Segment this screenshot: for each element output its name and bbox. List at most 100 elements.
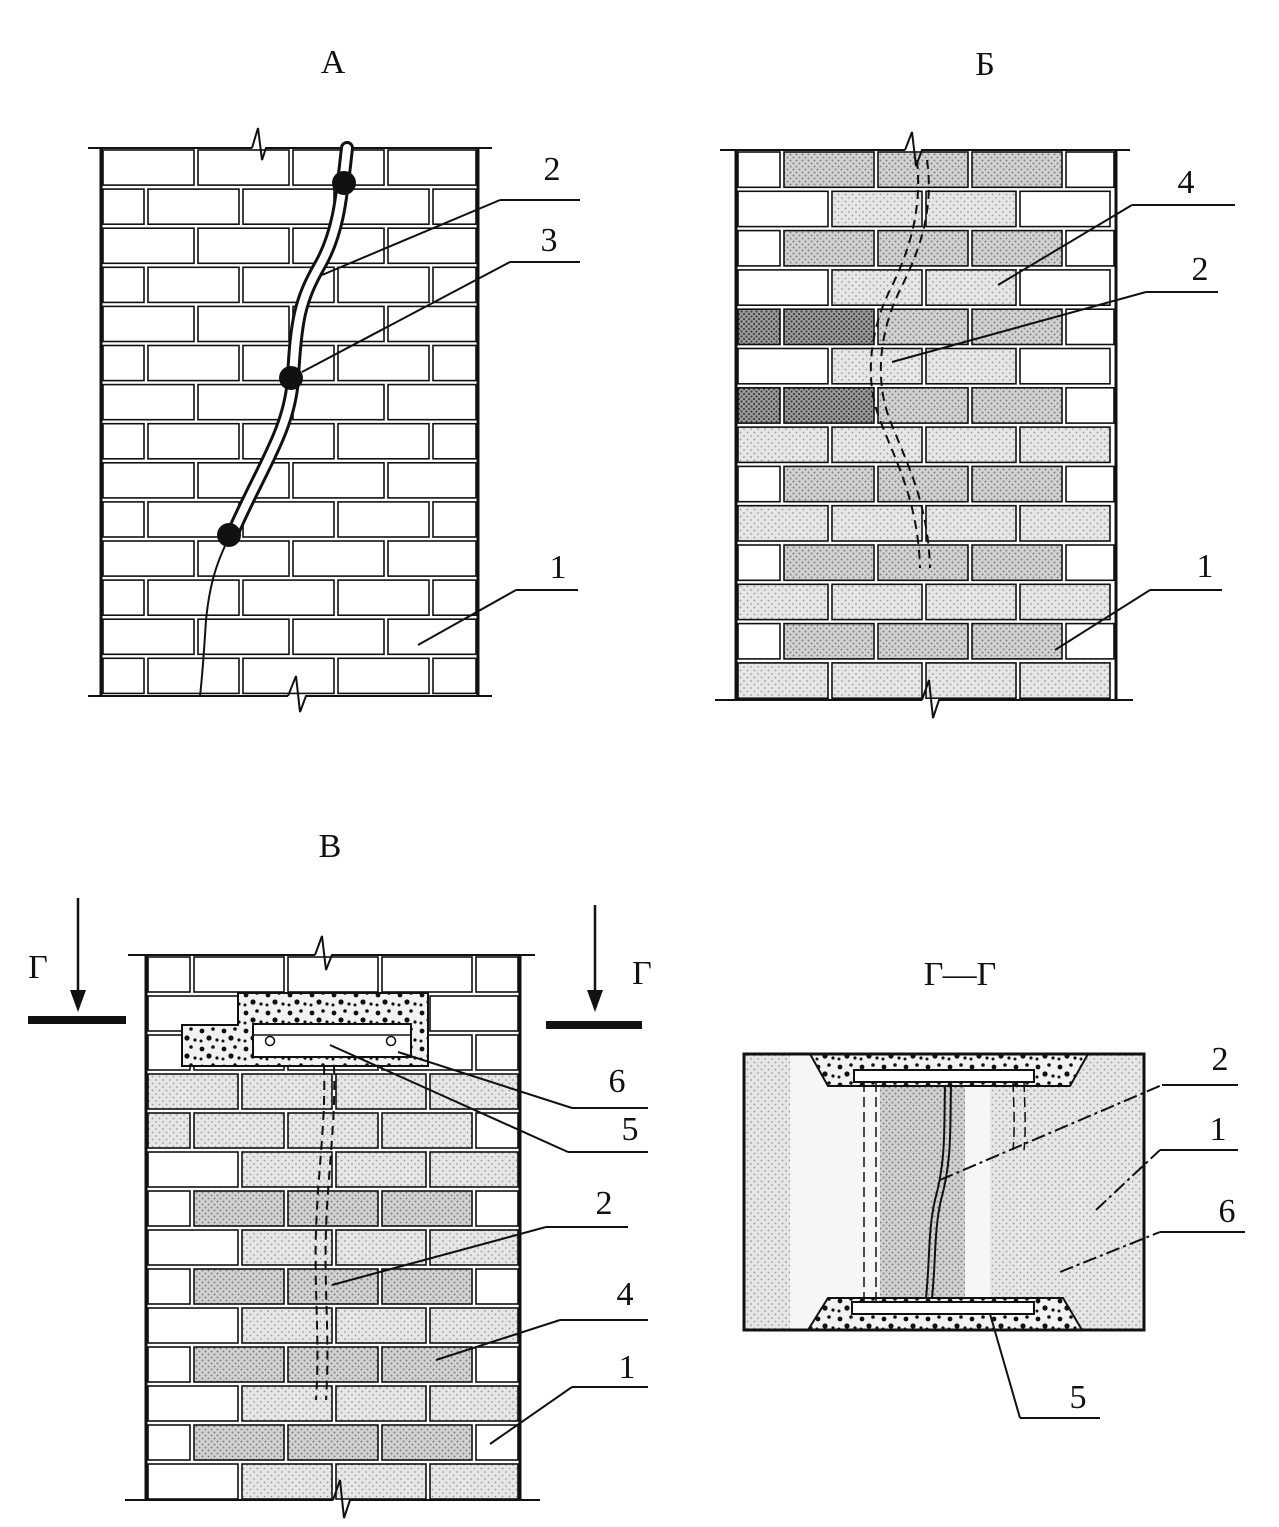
brick <box>429 1307 519 1344</box>
brick <box>971 622 1063 660</box>
brick <box>102 579 145 616</box>
brick <box>287 1346 379 1383</box>
brick <box>831 426 923 464</box>
brick <box>102 618 195 656</box>
section-injected-zone <box>880 1080 965 1302</box>
arrowhead-right <box>587 990 603 1012</box>
anchor-bolt-left <box>264 1035 276 1047</box>
callout-s-1: 1 <box>1210 1111 1227 1148</box>
brick <box>147 579 240 616</box>
brick <box>737 347 829 385</box>
brick <box>147 1463 239 1500</box>
brick <box>1065 544 1115 582</box>
brick <box>147 1385 239 1422</box>
brick <box>737 269 829 306</box>
brick <box>147 657 240 695</box>
brick <box>737 544 781 582</box>
brick <box>102 657 145 695</box>
brick <box>1065 229 1115 267</box>
break-mark <box>332 1479 540 1519</box>
section-bolt-left <box>863 1082 877 1302</box>
brick <box>971 151 1063 189</box>
brick <box>429 1151 519 1188</box>
brick <box>193 1112 285 1149</box>
brick <box>387 383 477 421</box>
panel-a: А 2 3 1 <box>88 44 580 713</box>
section-crack-2 <box>931 1085 952 1299</box>
brick <box>877 308 969 346</box>
brick <box>381 1190 473 1227</box>
brick <box>147 1190 191 1227</box>
brick <box>337 501 430 538</box>
brick <box>877 151 969 189</box>
callout-a-1: 1 <box>550 549 567 586</box>
brick <box>925 504 1017 542</box>
section-crack-1 <box>925 1085 946 1299</box>
brick <box>783 465 875 503</box>
callout-line-s-5 <box>989 1313 1021 1419</box>
callout-v-4: 4 <box>617 1276 634 1313</box>
brick <box>197 149 290 186</box>
brick <box>242 501 335 538</box>
brick <box>1019 583 1111 621</box>
brick <box>292 540 385 577</box>
brick <box>783 308 875 346</box>
brick <box>287 956 379 993</box>
brick <box>1019 426 1111 464</box>
anchor-bolt-right <box>385 1035 397 1047</box>
callout-b-4: 4 <box>1178 164 1195 201</box>
brick <box>147 1151 239 1188</box>
brick <box>292 383 385 421</box>
panel-v: В Г Г 6 5 2 <box>28 828 652 1519</box>
brick <box>335 1385 427 1422</box>
callout-s-2: 2 <box>1212 1041 1229 1078</box>
brick <box>147 1229 239 1266</box>
callout-v-2: 2 <box>596 1185 613 1222</box>
section-frame <box>742 1052 1146 1332</box>
brick <box>429 995 519 1032</box>
brick <box>1065 465 1115 503</box>
brick <box>877 229 969 267</box>
brick <box>102 227 195 265</box>
callout-line-v-2 <box>331 1226 547 1286</box>
brick <box>102 383 195 421</box>
brick <box>737 308 781 346</box>
callout-line-b-1 <box>1054 589 1151 651</box>
callout-b-1: 1 <box>1197 548 1214 585</box>
brick <box>831 269 923 306</box>
crack-a-tail <box>199 534 231 697</box>
brick <box>432 344 477 382</box>
brick <box>197 618 290 656</box>
wall-a-brickwork <box>102 149 477 695</box>
callout-line-v-6 <box>397 1051 573 1109</box>
wall-b-brickwork <box>737 151 1115 700</box>
brick <box>287 1190 379 1227</box>
brick <box>1019 347 1111 385</box>
brick <box>831 583 923 621</box>
crack-a-inner <box>228 144 351 539</box>
injector-a-1 <box>332 171 356 195</box>
brick <box>831 190 923 228</box>
brick <box>783 622 875 660</box>
callout-line-v-4 <box>435 1319 561 1361</box>
crack-v-1 <box>324 1065 336 1401</box>
brick <box>102 501 145 538</box>
brick <box>971 229 1063 267</box>
callout-s-5: 5 <box>1070 1379 1087 1416</box>
brick <box>387 149 477 186</box>
callout-line-b-4 <box>997 204 1133 286</box>
callout-v-6: 6 <box>609 1063 626 1100</box>
brick <box>102 540 195 577</box>
brick <box>102 461 195 499</box>
brick <box>737 662 829 700</box>
callout-v-5: 5 <box>622 1111 639 1148</box>
brick <box>475 1034 519 1071</box>
brick <box>381 956 473 993</box>
brick <box>287 1268 379 1305</box>
brick <box>197 540 290 577</box>
brick <box>147 188 240 226</box>
brick <box>292 618 385 656</box>
brick <box>193 1190 285 1227</box>
brick <box>737 190 829 228</box>
